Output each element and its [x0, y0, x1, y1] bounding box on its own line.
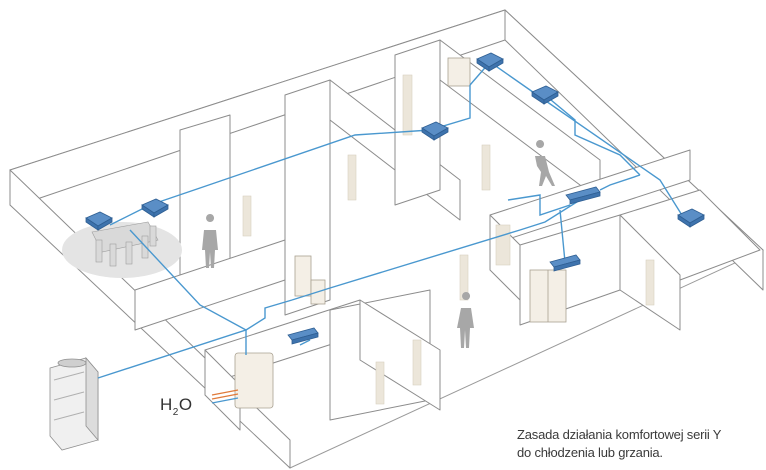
indoor-unit-1 [85, 211, 113, 231]
chair-3 [125, 241, 133, 265]
chair-2 [109, 243, 117, 267]
person-standing-left [202, 214, 218, 268]
door-6 [495, 224, 511, 266]
cabinet-mid [294, 255, 312, 297]
person-walking [535, 140, 555, 186]
bottom-room-left [204, 349, 241, 431]
chair-5 [149, 225, 157, 247]
duct-unit-1 [565, 186, 601, 205]
door-7 [412, 339, 422, 386]
diagram-caption: Zasada działania komfortowej serii Y do … [517, 426, 762, 462]
door-9 [645, 259, 655, 306]
chair-1 [95, 239, 103, 263]
caption-line-1: Zasada działania komfortowej serii Y [517, 427, 722, 442]
indoor-unit-3 [421, 121, 449, 141]
hydrobox-unit [234, 352, 274, 409]
outdoor-unit [49, 356, 99, 451]
indoor-unit-5 [531, 85, 559, 105]
duct-unit-3 [287, 327, 319, 345]
water-label: H2O [160, 395, 193, 418]
indoor-unit-6 [677, 208, 705, 228]
water-label-sub: 2 [172, 407, 179, 418]
indoor-unit-2 [141, 198, 169, 218]
caption-line-2: do chłodzenia lub grzania. [517, 445, 663, 460]
indoor-unit-4 [476, 52, 504, 72]
door-2 [347, 154, 357, 201]
door-4 [481, 144, 491, 191]
door-1 [242, 195, 252, 237]
duct-unit-2 [549, 254, 581, 272]
door-8 [375, 361, 385, 405]
water-label-main: H [160, 395, 173, 414]
piping-network [97, 61, 686, 379]
partition-1 [179, 114, 231, 281]
person-woman [457, 292, 474, 348]
door-3 [402, 74, 413, 136]
partition-5 [394, 39, 441, 206]
cabinet-back-left [447, 57, 471, 87]
door-5 [459, 254, 469, 301]
water-label-tail: O [178, 395, 193, 414]
